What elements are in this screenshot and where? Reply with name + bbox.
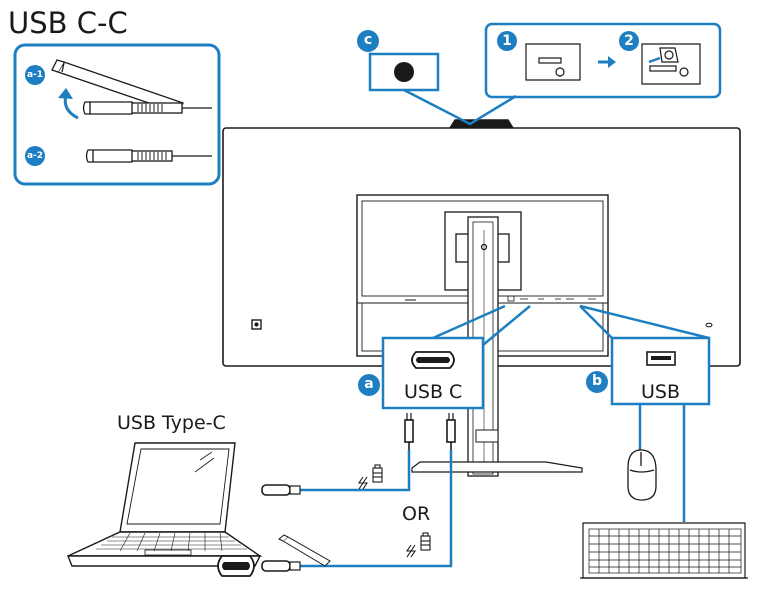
laptop-icon [66,442,263,567]
webcam-open-icon [641,43,701,85]
laptop-usb-c-port-icon [217,555,255,577]
webcam-closed-icon [525,43,581,81]
keyboard-icon [580,522,748,579]
cable-types-box [13,43,221,186]
usb-port-label: USB [641,381,681,403]
badge-b: b [586,371,608,393]
badge-step-1: 1 [497,31,517,51]
laptop-label: USB Type-C [117,412,226,434]
usb-c-port-callout [381,304,531,410]
badge-a: a [358,374,380,396]
badge-a2: a-2 [25,146,45,166]
power-button-icon [251,319,262,330]
usb-c-port-label: USB C [404,381,463,403]
power-delivery-icon [357,464,383,490]
badge-step-2: 2 [619,31,639,51]
badge-a1: a-1 [25,65,45,85]
monitor-stand [411,211,583,477]
or-label: OR [402,503,431,525]
badge-c: c [357,30,379,52]
usb-a-adapter-icon [57,61,184,114]
page-title: USB C-C [8,6,128,40]
webcam-lens-icon [394,62,414,82]
usb-c-cable-icon [82,101,135,115]
usb-port-callout [579,304,711,522]
mouse-icon [627,449,657,501]
power-delivery-icon-2 [405,532,431,558]
webcam-callout [368,22,722,126]
usb-c-cables [261,413,456,572]
